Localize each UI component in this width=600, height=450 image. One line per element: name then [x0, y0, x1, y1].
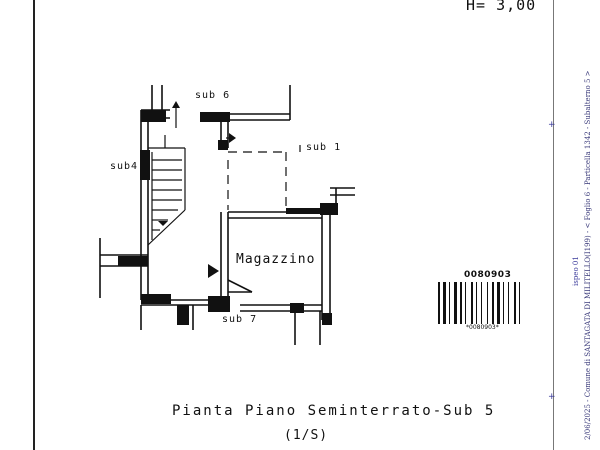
barcode-bar [508, 282, 509, 324]
barcode-caption: *0080903* [466, 324, 499, 331]
barcode-number: 0080903 [464, 270, 512, 280]
barcode-bar [503, 282, 504, 324]
room-label-sub4: sub4 [110, 161, 139, 172]
barcode-bar [481, 282, 482, 324]
barcode-bar [471, 282, 473, 324]
left-frame-line [33, 0, 35, 450]
barcode-bar [443, 282, 446, 324]
barcode-bar [497, 282, 500, 324]
room-label-sub1: sub 1 [306, 142, 342, 153]
barcode-bar [476, 282, 477, 324]
barcode-bar [438, 282, 440, 324]
barcode-bar [454, 282, 457, 324]
cadastral-reference-text: 2/06/2025 - Comune di SANTAGATA DI MILIT… [584, 70, 592, 440]
height-label: H= 3,00 [466, 0, 537, 14]
staircase [147, 135, 186, 246]
wall-block [141, 110, 166, 122]
arrow-up-sub6 [172, 101, 180, 128]
barcode-bar [487, 282, 488, 324]
margin-cross-mark: + [548, 120, 556, 130]
margin-stamp: ispeo 01 [572, 256, 580, 286]
arrow-right-sub1 [226, 133, 236, 143]
barcode-bar [519, 282, 520, 324]
room-label-sub7: sub 7 [222, 314, 258, 325]
room-label-magazzino: Magazzino [236, 252, 316, 267]
drawing-caption: Pianta Piano Seminterrato-Sub 5 [172, 403, 496, 419]
barcode-bar [465, 282, 466, 324]
right-frame-line [553, 0, 554, 450]
margin-cross-mark-lower: + [548, 392, 556, 402]
barcode-bar [492, 282, 494, 324]
barcode-bar [449, 282, 450, 324]
barcode-graphic [438, 282, 520, 324]
barcode-bar [514, 282, 516, 324]
barcode-bar [460, 282, 462, 324]
arrow-stair-down [158, 221, 168, 226]
room-label-sub6: sub 6 [195, 90, 231, 101]
arrow-into-magazzino [208, 264, 219, 278]
drawing-scale: (1/S) [284, 428, 329, 443]
